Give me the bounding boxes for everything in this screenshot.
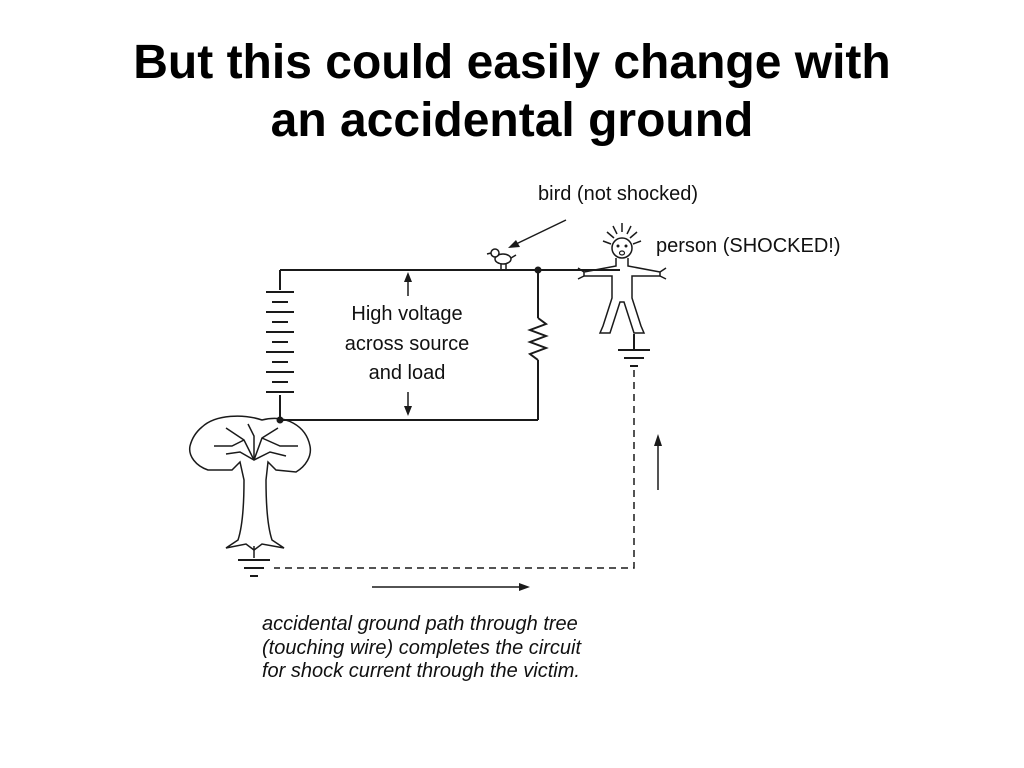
resistor-icon [527,270,549,420]
current-arrow-up-icon [654,434,662,490]
bird-icon [486,248,517,270]
tree-icon [188,415,312,558]
caption-line-2: (touching wire) completes the circuit [262,637,582,659]
voltage-label-line-2: across source [345,333,470,355]
current-arrow-right-icon [372,583,530,591]
voltage-label-line-1: High voltage [351,303,462,325]
battery-icon [266,291,294,393]
person-label: person (SHOCKED!) [656,235,841,257]
voltage-label-line-3: and load [369,362,446,384]
slide-title-line-1: But this could easily change with [133,36,891,89]
junction-dot-bottom [276,416,284,424]
slide-title: But this could easily change with an acc… [0,34,1024,150]
voltage-arrow-up-icon [404,272,412,296]
voltage-arrow-down-icon [404,392,412,416]
caption-line-1: accidental ground path through tree [262,613,578,635]
person-ground-icon [618,334,650,367]
bird-pointer-arrow-icon [508,219,567,248]
tree-ground-icon [238,559,270,577]
ground-path-dashed [274,370,635,569]
caption-line-3: for shock current through the victim. [262,660,580,682]
person-icon [577,223,667,334]
slide-title-line-2: an accidental ground [270,94,754,147]
bird-label: bird (not shocked) [538,183,698,205]
